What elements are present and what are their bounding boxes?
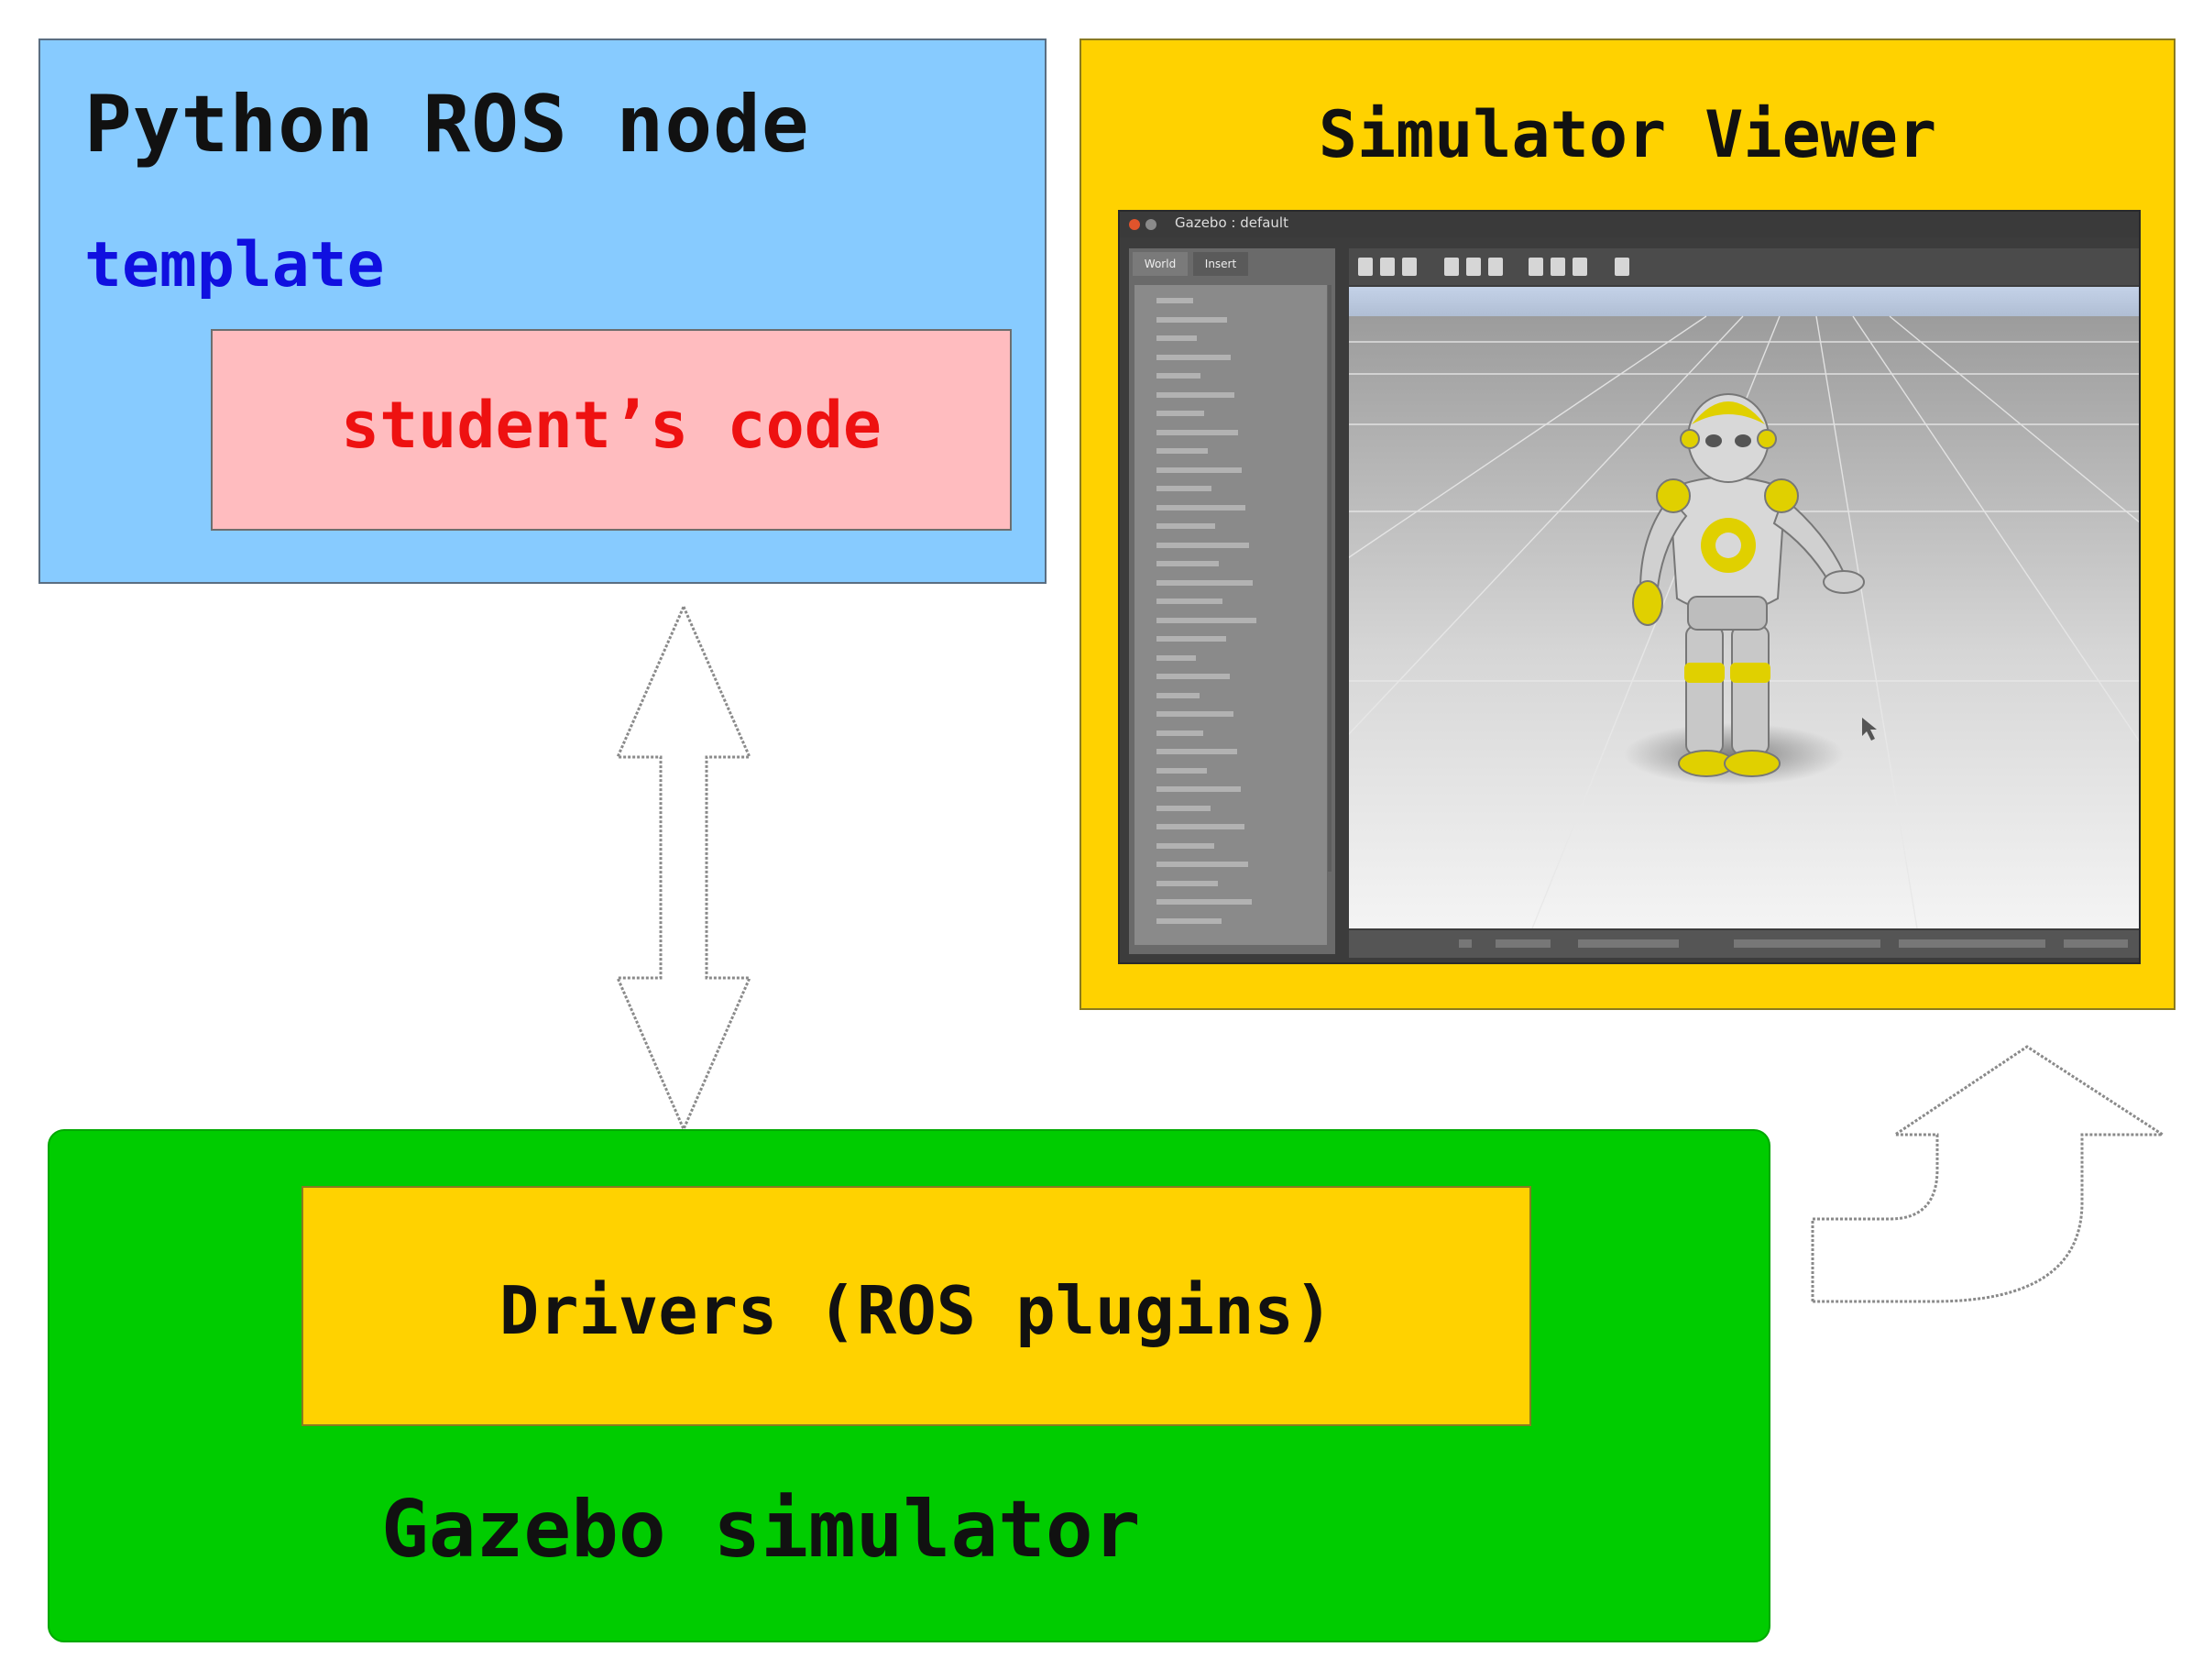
list-item bbox=[1156, 711, 1233, 717]
gazebo-window-screenshot: Gazebo : default World Insert bbox=[1118, 210, 2141, 964]
list-item bbox=[1156, 767, 1207, 774]
list-item bbox=[1156, 391, 1234, 398]
gazebo-sidebar: World Insert bbox=[1129, 248, 1335, 954]
double-arrow-icon bbox=[615, 603, 752, 1133]
list-item bbox=[1156, 561, 1219, 566]
gazebo-scene bbox=[1349, 287, 2139, 928]
template-label: template bbox=[84, 229, 385, 302]
status-field bbox=[1899, 939, 2045, 948]
drivers-box: Drivers (ROS plugins) bbox=[301, 1186, 1531, 1426]
list-item bbox=[1156, 486, 1211, 491]
list-item bbox=[1156, 373, 1200, 379]
list-item bbox=[1156, 429, 1238, 435]
list-item bbox=[1156, 786, 1241, 792]
list-item bbox=[1156, 316, 1227, 323]
robot-icon bbox=[1632, 393, 1865, 777]
cylinder-shape-icon bbox=[1488, 258, 1503, 276]
list-item bbox=[1156, 842, 1214, 849]
gazebo-3d-viewport bbox=[1349, 287, 2139, 928]
status-field bbox=[1496, 939, 1551, 948]
students-code-label: student’s code bbox=[340, 388, 882, 463]
screenshot-icon bbox=[1615, 258, 1629, 276]
mouse-cursor-icon bbox=[1862, 718, 1877, 741]
list-item bbox=[1156, 298, 1193, 303]
list-item bbox=[1156, 824, 1244, 829]
gazebo-list-scrollbar bbox=[1328, 285, 1332, 872]
simulator-viewer-box: Simulator Viewer Gazebo : default World … bbox=[1080, 38, 2176, 1010]
box-shape-icon bbox=[1444, 258, 1459, 276]
list-item bbox=[1156, 467, 1242, 473]
list-item bbox=[1156, 692, 1200, 698]
students-code-box: student’s code bbox=[211, 329, 1012, 531]
status-field bbox=[1734, 939, 1880, 948]
simulator-viewer-title: Simulator Viewer bbox=[1318, 97, 1937, 172]
gazebo-model-list bbox=[1134, 285, 1327, 945]
python-ros-node-box: Python ROS node template student’s code bbox=[38, 38, 1047, 584]
list-item bbox=[1156, 523, 1215, 529]
status-field bbox=[2064, 939, 2128, 948]
list-item bbox=[1156, 899, 1252, 905]
gazebo-simulator-box: Drivers (ROS plugins) Gazebo simulator bbox=[48, 1129, 1770, 1642]
sky bbox=[1349, 287, 2139, 316]
gazebo-simulator-label: Gazebo simulator bbox=[381, 1484, 1141, 1576]
light-icon bbox=[1529, 258, 1543, 276]
python-ros-node-title: Python ROS node bbox=[84, 79, 810, 170]
drivers-label: Drivers (ROS plugins) bbox=[499, 1272, 1334, 1349]
minimize-icon bbox=[1145, 219, 1156, 230]
rotate-tool-icon bbox=[1402, 258, 1417, 276]
gazebo-window-title: Gazebo : default bbox=[1175, 214, 1288, 231]
translate-tool-icon bbox=[1380, 258, 1395, 276]
tab-insert: Insert bbox=[1193, 252, 1248, 276]
pause-icon bbox=[1459, 939, 1472, 948]
tab-world: World bbox=[1133, 252, 1188, 276]
list-item bbox=[1156, 448, 1208, 454]
gazebo-toolbar bbox=[1349, 248, 2139, 285]
directional-light-icon bbox=[1573, 258, 1587, 276]
list-item bbox=[1156, 542, 1249, 548]
list-item bbox=[1156, 674, 1230, 679]
list-item bbox=[1156, 654, 1196, 661]
list-item bbox=[1156, 411, 1204, 416]
list-item bbox=[1156, 749, 1237, 754]
list-item bbox=[1156, 354, 1231, 360]
gazebo-statusbar bbox=[1349, 930, 2139, 958]
list-item bbox=[1156, 636, 1226, 642]
list-item bbox=[1156, 805, 1211, 811]
spot-light-icon bbox=[1551, 258, 1565, 276]
list-item bbox=[1156, 880, 1218, 886]
list-item bbox=[1156, 579, 1253, 586]
list-item bbox=[1156, 730, 1203, 736]
sphere-shape-icon bbox=[1466, 258, 1481, 276]
close-icon bbox=[1129, 219, 1140, 230]
list-item bbox=[1156, 617, 1256, 623]
curved-up-arrow-icon bbox=[1811, 1045, 2168, 1303]
list-item bbox=[1156, 598, 1222, 604]
list-item bbox=[1156, 862, 1248, 867]
gazebo-window-titlebar: Gazebo : default bbox=[1120, 212, 2139, 237]
list-item bbox=[1156, 917, 1222, 924]
list-item bbox=[1156, 335, 1197, 341]
status-field bbox=[1578, 939, 1679, 948]
list-item bbox=[1156, 504, 1245, 511]
select-tool-icon bbox=[1358, 258, 1373, 276]
